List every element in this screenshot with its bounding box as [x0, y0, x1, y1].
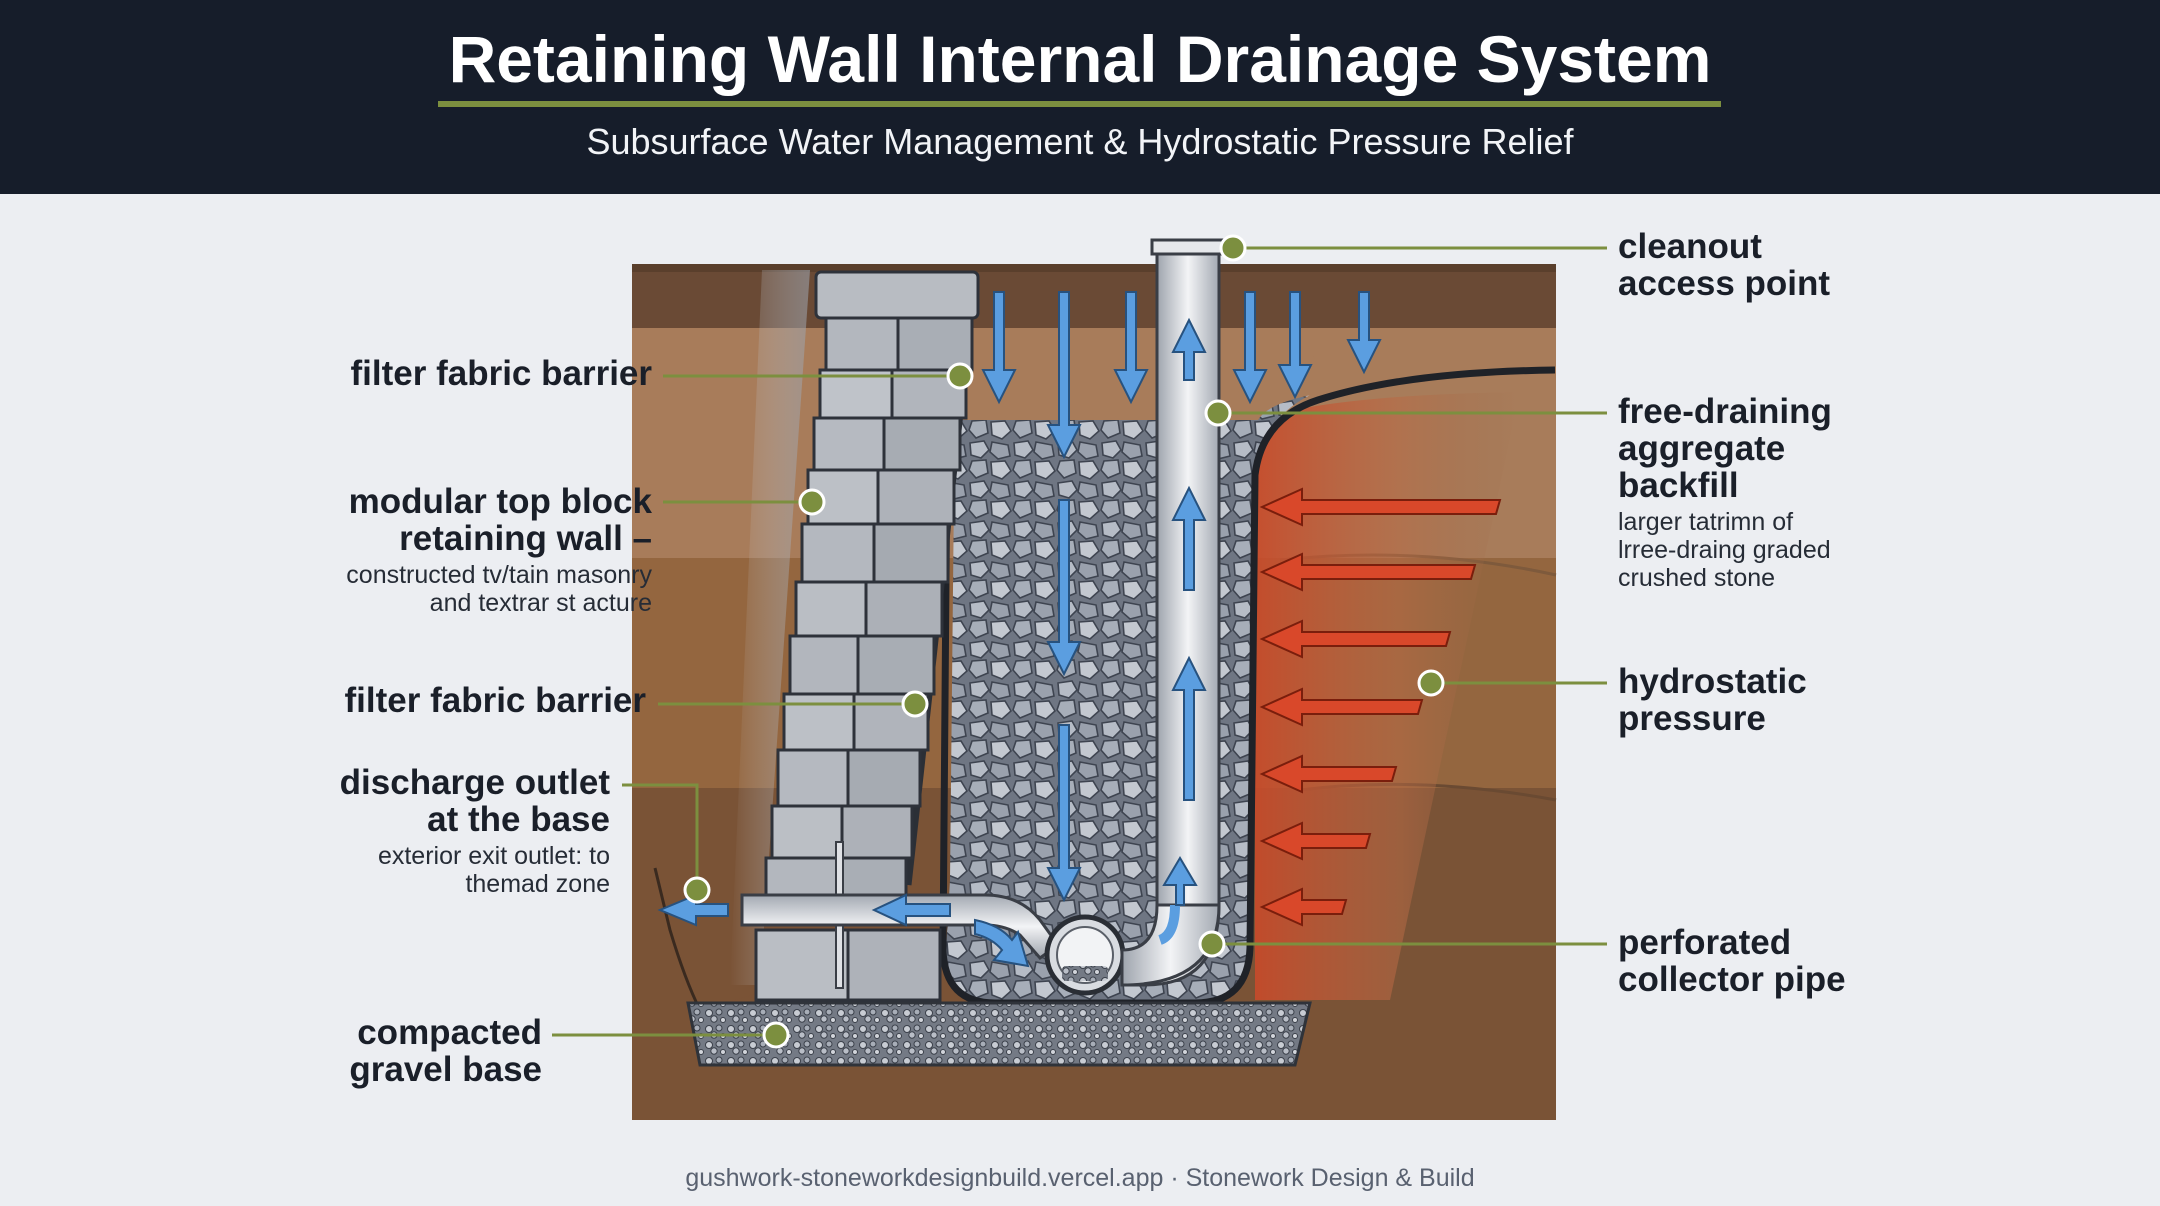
pressure-arrow-icon	[1259, 552, 1477, 592]
water-flow-arrow-icon	[1113, 291, 1149, 405]
water-flow-arrow-icon	[1046, 499, 1082, 677]
label-title: filter fabric barrier	[350, 354, 653, 393]
label-title: hydrostatic	[1618, 662, 1807, 701]
label-cleanout: cleanout access point	[1618, 228, 2118, 302]
label-aggregate-backfill: free-draining aggregate backfill larger …	[1618, 393, 2118, 592]
water-flow-arrow-icon	[1232, 291, 1268, 405]
label-title: pressure	[1618, 699, 1766, 738]
label-description: constructed tv/tain masonry	[346, 561, 652, 589]
water-flow-arrow-icon	[871, 893, 951, 927]
label-title: cleanout	[1618, 227, 1762, 266]
pressure-arrow-icon	[1259, 887, 1348, 927]
label-title: access point	[1618, 264, 1831, 303]
header-bar: Retaining Wall Internal Drainage System …	[0, 0, 2160, 194]
label-filter-fabric-top: filter fabric barrier	[250, 354, 653, 393]
perforated-collector-pipe	[1044, 914, 1126, 996]
pressure-arrow-icon	[1259, 687, 1424, 727]
label-modular-wall: modular top block retaining wall – const…	[250, 483, 652, 617]
water-flow-arrow-icon	[1171, 485, 1207, 591]
label-description: and textrar st acture	[429, 589, 652, 617]
water-flow-arrow-icon	[981, 291, 1017, 405]
label-description: larger tatrimn of	[1618, 508, 1794, 536]
wall-shadow	[730, 270, 810, 985]
infiltration-arrows	[981, 291, 1382, 903]
callout-dot-icon	[1198, 930, 1226, 958]
water-flow-arrow-icon	[1046, 724, 1082, 903]
water-flow-arrow-icon	[1277, 291, 1313, 400]
pressure-arrow-icon	[1259, 619, 1452, 659]
label-description: lrree-draing graded	[1618, 536, 1831, 564]
water-flow-arrow-icon	[1171, 655, 1207, 801]
water-flow-arrow-icon	[1162, 856, 1198, 906]
callout-leaders	[552, 246, 1607, 1037]
label-collector-pipe: perforated collector pipe	[1618, 924, 2118, 998]
label-title: perforated	[1618, 923, 1792, 962]
label-title: free-draining	[1618, 392, 1832, 431]
hydrostatic-pressure-arrows	[1259, 487, 1502, 927]
callout-dot-icon	[946, 362, 974, 390]
pressure-arrow-icon	[1259, 487, 1502, 527]
water-flow-arrow-icon	[1346, 291, 1382, 375]
label-title: filter fabric barrier	[344, 681, 647, 720]
callout-dot-icon	[762, 1021, 790, 1049]
callout-dot-icon	[1417, 669, 1445, 697]
water-flow-arrow-icon	[1171, 317, 1207, 381]
gravel-base	[686, 1001, 1312, 1067]
label-title: retaining wall –	[399, 519, 652, 558]
label-hydrostatic-pressure: hydrostatic pressure	[1618, 663, 2118, 737]
filter-fabric-line	[939, 329, 1556, 1007]
water-flow-arrow-icon	[974, 918, 1030, 968]
callout-dot-icon	[1204, 399, 1232, 427]
label-title: aggregate	[1618, 429, 1786, 468]
pressure-arrow-icon	[1259, 821, 1372, 861]
label-gravel-base: compacted gravel base	[250, 1014, 542, 1088]
label-description: themad zone	[465, 870, 610, 898]
label-title: at the base	[427, 800, 610, 839]
label-title: discharge outlet	[339, 763, 610, 802]
callout-dot-icon	[798, 488, 826, 516]
label-title: backfill	[1618, 466, 1739, 505]
riser-flow-arrows	[1157, 317, 1207, 945]
label-title: gravel base	[349, 1050, 542, 1089]
label-title: collector pipe	[1618, 960, 1846, 999]
title-underline	[438, 101, 1721, 107]
callout-dot-icon	[1219, 234, 1247, 262]
water-flow-arrow-icon	[1157, 904, 1180, 945]
pressure-arrow-icon	[1259, 754, 1398, 794]
callout-dots	[683, 234, 1445, 1049]
label-description: crushed stone	[1618, 564, 1776, 592]
label-filter-fabric-bottom: filter fabric barrier	[250, 681, 647, 720]
label-description: exterior exit outlet: to	[377, 842, 610, 870]
page-title: Retaining Wall Internal Drainage System	[448, 22, 1712, 96]
callout-dot-icon	[683, 876, 711, 904]
water-flow-arrow-icon	[1046, 291, 1082, 460]
page-subtitle: Subsurface Water Management & Hydrostati…	[586, 121, 1574, 162]
callout-dot-icon	[901, 690, 929, 718]
discharge-flow-arrows	[657, 893, 1030, 968]
label-discharge-outlet: discharge outlet at the base exterior ex…	[250, 764, 610, 898]
label-title: modular top block	[348, 482, 652, 521]
label-title: compacted	[357, 1013, 542, 1052]
footer-credit: gushwork-stoneworkdesignbuild.vercel.app…	[685, 1164, 1475, 1192]
